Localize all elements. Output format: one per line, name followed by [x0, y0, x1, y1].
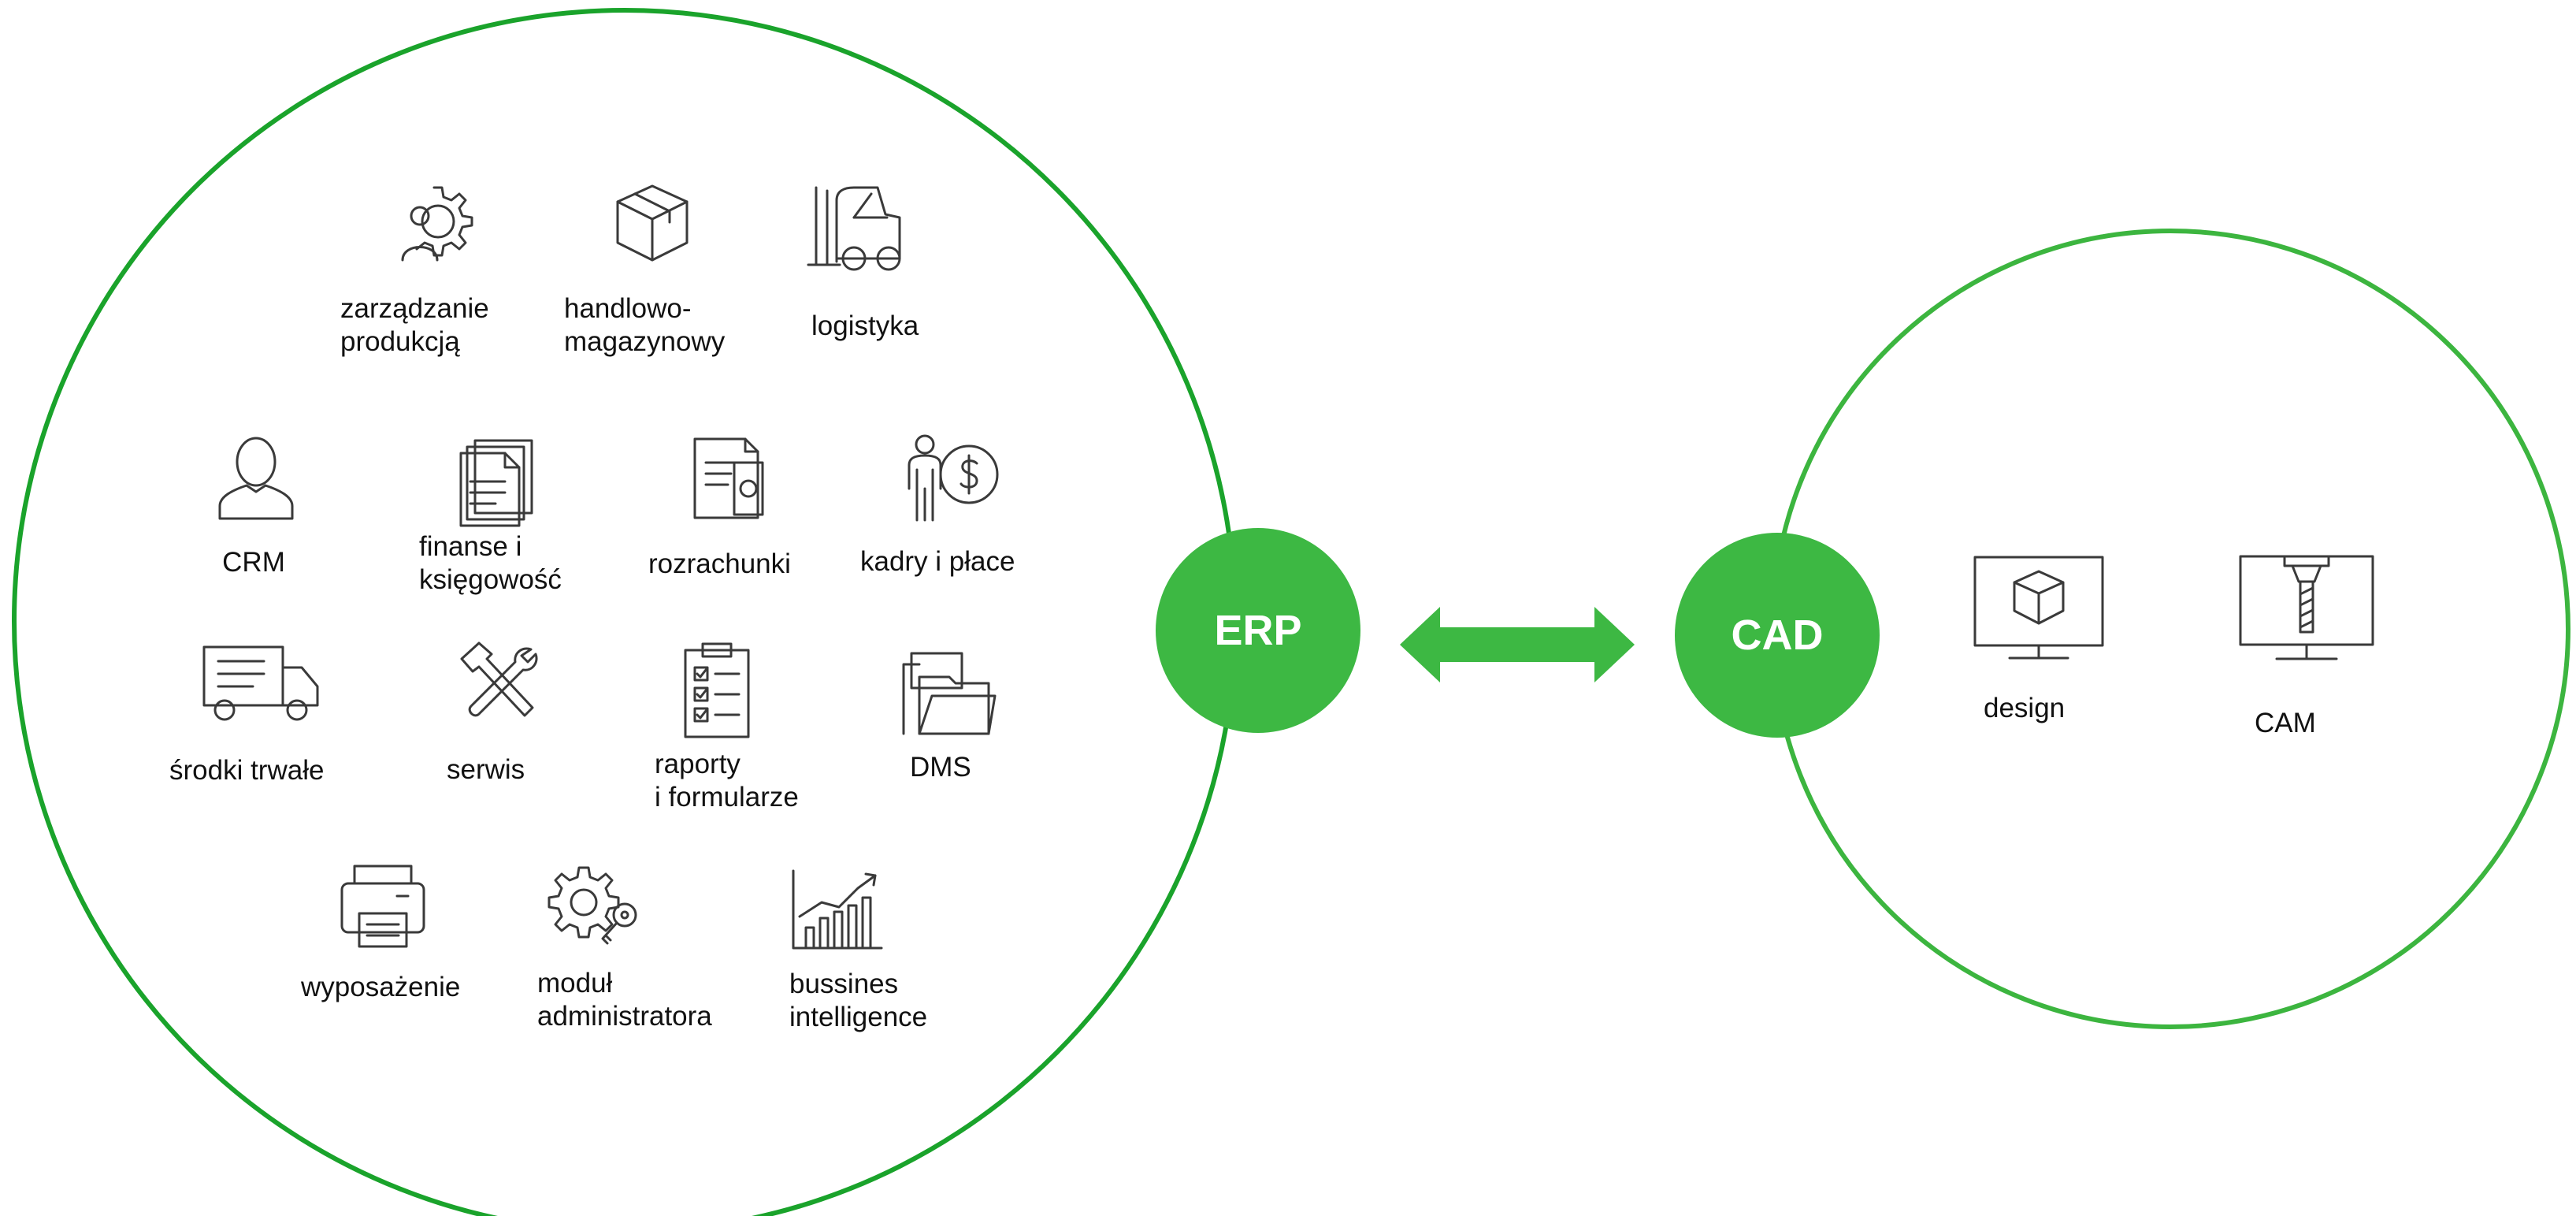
module-label-logistics: logistyka [811, 311, 919, 341]
truck-icon [202, 645, 319, 721]
module-label-reports: raporty i formularze [655, 749, 799, 813]
erp-badge [1156, 528, 1360, 733]
cad-badge [1675, 533, 1880, 738]
module-label-fixed-assets: środki trwałe [169, 755, 325, 786]
documents-icon [459, 439, 533, 527]
cad-label: CAD [1731, 612, 1824, 659]
module-label-dms: DMS [910, 752, 971, 783]
module-label-admin: moduł administratora [537, 968, 712, 1032]
gear-users-icon [401, 186, 473, 262]
double-arrow-icon [1400, 607, 1635, 682]
module-label-equipment: wyposażenie [301, 972, 461, 1002]
erp-label: ERP [1214, 607, 1302, 654]
module-label-warehouse: handlowo- magazynowy [564, 293, 726, 357]
module-label-cam: CAM [2255, 708, 2316, 738]
clipboard-checklist-icon [684, 642, 750, 738]
user-icon [218, 437, 294, 520]
module-label-production: zarządzanie produkcją [340, 293, 489, 357]
module-label-finance: finanse i księgowość [419, 531, 562, 595]
printer-icon [340, 865, 425, 948]
gear-key-icon [547, 866, 637, 945]
module-label-design: design [1984, 693, 2066, 723]
erp-ring [12, 8, 1238, 1216]
monitor-drill-icon [2239, 555, 2374, 660]
module-label-hr: kadry i płace [860, 546, 1015, 577]
folder-icon [902, 652, 997, 735]
module-label-service: serwis [447, 754, 525, 785]
hammer-wrench-icon [460, 641, 538, 717]
module-label-crm: CRM [222, 547, 285, 578]
monitor-cube-icon [1973, 556, 2104, 660]
person-dollar-icon [908, 434, 999, 522]
module-label-bi: bussines intelligence [789, 969, 928, 1032]
box-icon [616, 184, 689, 262]
module-label-settlements: rozrachunki [648, 549, 791, 579]
forklift-icon [807, 186, 901, 271]
cad-ring [1770, 229, 2570, 1029]
bar-chart-trend-icon [792, 869, 883, 950]
document-money-icon [693, 437, 764, 519]
